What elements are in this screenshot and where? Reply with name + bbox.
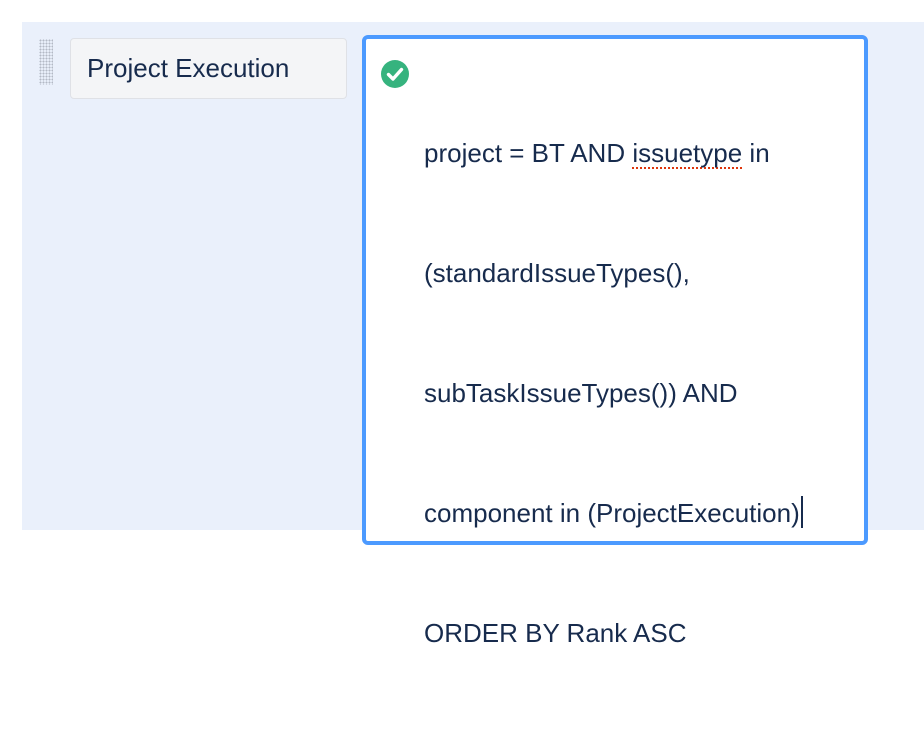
jql-text-segment: in [742,138,770,168]
jql-line-1: project = BT AND issuetype in [424,133,854,173]
jql-text-segment: project = BT AND [424,138,633,168]
column-name-field[interactable]: Project Execution [70,38,347,99]
text-caret [800,496,803,528]
jql-line-4: component in (ProjectExecution) [424,493,854,533]
jql-query-text: project = BT AND issuetype in (standardI… [424,53,854,733]
check-circle-icon [380,59,410,89]
jql-line-2: (standardIssueTypes(), [424,258,690,288]
drag-handle-icon[interactable] [39,39,53,85]
jql-line-5: ORDER BY Rank ASC [424,618,687,648]
jql-line-3: subTaskIssueTypes()) AND [424,378,738,408]
jql-text-segment: component in (ProjectExecution) [424,498,800,528]
column-name-value: Project Execution [87,53,290,83]
jql-query-editor[interactable]: project = BT AND issuetype in (standardI… [362,35,868,648]
spellcheck-flagged-word: issuetype [632,138,743,168]
